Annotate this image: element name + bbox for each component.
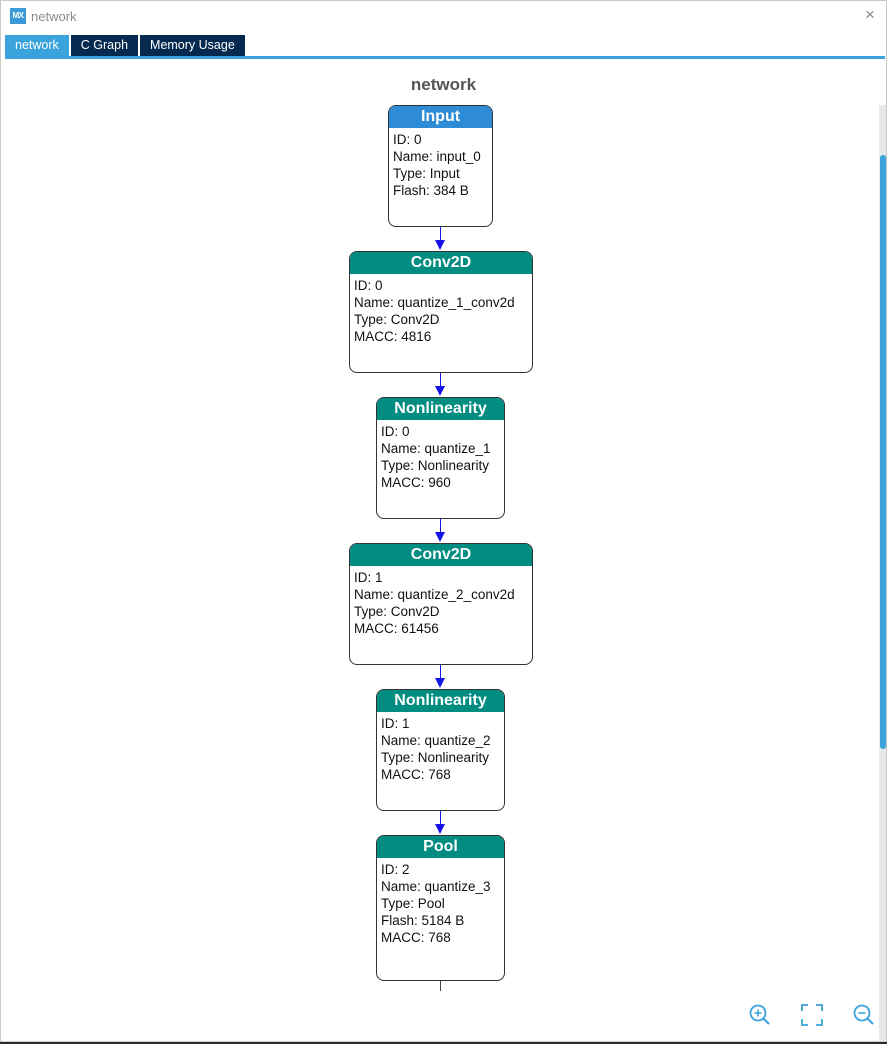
node-name: Name: quantize_3 xyxy=(381,879,491,894)
node-type: Type: Pool xyxy=(381,896,445,911)
edge-arrow-icon xyxy=(435,386,445,396)
graph-node-nonlinearity[interactable]: Nonlinearity ID: 1 Name: quantize_2 Type… xyxy=(376,689,505,811)
node-name: Name: quantize_2_conv2d xyxy=(354,587,515,602)
tab-network[interactable]: network xyxy=(5,35,69,56)
edge-arrow-icon xyxy=(435,532,445,542)
graph-canvas[interactable]: network Input ID: 0 Name: input_0 Type: … xyxy=(5,59,886,1041)
edge-line xyxy=(440,227,441,240)
node-id: ID: 0 xyxy=(393,132,422,147)
close-icon[interactable]: × xyxy=(865,5,875,24)
node-macc: MACC: 960 xyxy=(381,475,451,490)
node-name: Name: input_0 xyxy=(393,149,481,164)
node-id: ID: 1 xyxy=(354,570,383,585)
zoom-in-icon[interactable] xyxy=(748,1003,772,1027)
node-body: ID: 1 Name: quantize_2_conv2d Type: Conv… xyxy=(350,566,532,637)
node-header: Nonlinearity xyxy=(377,690,504,712)
tab-c-graph[interactable]: C Graph xyxy=(70,35,139,56)
graph-node-conv2d[interactable]: Conv2D ID: 1 Name: quantize_2_conv2d Typ… xyxy=(349,543,533,665)
node-macc: MACC: 61456 xyxy=(354,621,439,636)
edge-line xyxy=(440,519,441,532)
edge-line xyxy=(440,981,441,991)
node-header: Pool xyxy=(377,836,504,858)
edge-arrow-icon xyxy=(435,824,445,834)
node-name: Name: quantize_1 xyxy=(381,441,491,456)
node-id: ID: 0 xyxy=(381,424,410,439)
node-body: ID: 2 Name: quantize_3 Type: Pool Flash:… xyxy=(377,858,504,946)
edge-arrow-icon xyxy=(435,678,445,688)
node-macc: MACC: 768 xyxy=(381,930,451,945)
node-body: ID: 1 Name: quantize_2 Type: Nonlinearit… xyxy=(377,712,504,783)
graph-title: network xyxy=(410,75,477,94)
node-body: ID: 0 Name: quantize_1 Type: Nonlinearit… xyxy=(377,420,504,491)
graph-node-pool[interactable]: Pool ID: 2 Name: quantize_3 Type: Pool F… xyxy=(376,835,505,981)
node-macc: MACC: 4816 xyxy=(354,329,432,344)
edge-line xyxy=(440,811,441,824)
node-id: ID: 1 xyxy=(381,716,410,731)
node-name: Name: quantize_1_conv2d xyxy=(354,295,515,310)
node-header: Conv2D xyxy=(350,252,532,274)
fit-to-screen-icon[interactable] xyxy=(800,1003,824,1027)
node-header: Input xyxy=(389,106,492,128)
node-flash: Flash: 384 B xyxy=(393,183,469,198)
edge-line xyxy=(440,665,441,678)
node-type: Type: Nonlinearity xyxy=(381,458,490,473)
zoom-out-icon[interactable] xyxy=(852,1003,876,1027)
node-id: ID: 2 xyxy=(381,862,410,877)
window-title: network xyxy=(31,9,77,24)
graph-node-conv2d[interactable]: Conv2D ID: 0 Name: quantize_1_conv2d Typ… xyxy=(349,251,533,373)
node-type: Type: Conv2D xyxy=(354,604,440,619)
node-macc: MACC: 768 xyxy=(381,767,451,782)
graph-node-nonlinearity[interactable]: Nonlinearity ID: 0 Name: quantize_1 Type… xyxy=(376,397,505,519)
edge-arrow-icon xyxy=(435,240,445,250)
graph-node-input[interactable]: Input ID: 0 Name: input_0 Type: Input Fl… xyxy=(388,105,493,227)
node-header: Nonlinearity xyxy=(377,398,504,420)
tab-memory-usage[interactable]: Memory Usage xyxy=(140,35,245,56)
tab-bar: network C Graph Memory Usage xyxy=(5,35,247,56)
edge-line xyxy=(440,373,441,386)
node-name: Name: quantize_2 xyxy=(381,733,491,748)
node-id: ID: 0 xyxy=(354,278,383,293)
scrollbar-thumb[interactable] xyxy=(880,155,886,749)
node-flash: Flash: 5184 B xyxy=(381,913,465,928)
title-bar: MX network × xyxy=(1,1,886,31)
node-body: ID: 0 Name: input_0 Type: Input Flash: 3… xyxy=(389,128,492,199)
node-type: Type: Nonlinearity xyxy=(381,750,490,765)
mx-app-icon: MX xyxy=(10,8,26,24)
node-body: ID: 0 Name: quantize_1_conv2d Type: Conv… xyxy=(350,274,532,345)
vertical-scrollbar[interactable] xyxy=(879,105,886,1041)
node-type: Type: Conv2D xyxy=(354,312,440,327)
tab-underline xyxy=(5,56,885,59)
node-header: Conv2D xyxy=(350,544,532,566)
node-type: Type: Input xyxy=(393,166,460,181)
